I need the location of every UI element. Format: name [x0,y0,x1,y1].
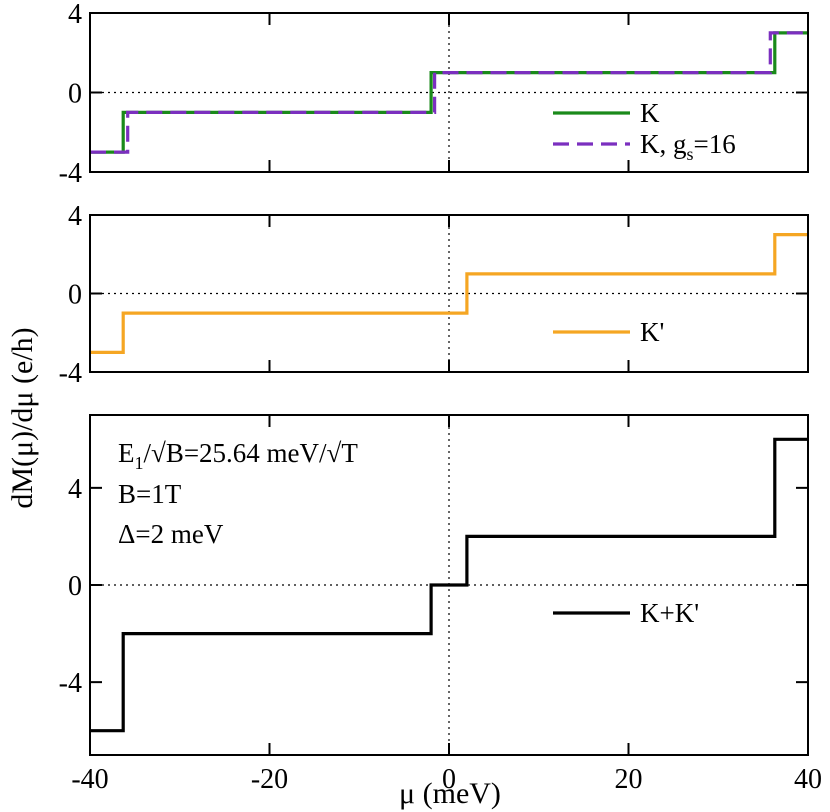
annotation-e1: E1/√B=25.64 meV/√T [118,438,358,473]
y-tick-label: 0 [68,280,82,311]
annotation-e1-rest: /√B=25.64 meV/√T [144,438,359,468]
y-tick-label: 0 [68,79,82,110]
x-axis-label: μ (meV) [399,777,501,810]
legend-label-main: K' [640,317,664,347]
series-line-k-k- [90,437,808,733]
y-tick-label: 4 [68,201,82,232]
legend-label: K, gs=16 [640,129,736,164]
y-tick-label: 0 [68,571,82,602]
series-line-k- [90,233,808,354]
x-tick-label: 0 [442,764,456,795]
legend-label-suffix: =16 [694,129,736,159]
y-tick-label: -4 [59,668,82,699]
legend-label-main: K, g [640,129,687,159]
x-tick-label: -20 [251,764,288,795]
legend-label-main: K+K' [640,598,699,628]
y-tick-label: -4 [59,358,82,389]
x-tick-label: -40 [71,764,108,795]
annotation-block: E1/√B=25.64 meV/√T B=1T Δ=2 meV [118,438,358,549]
legend-label: K [640,98,660,128]
annotation-b-field: B=1T [118,479,182,509]
x-tick-label: 40 [794,764,822,795]
panel-1: KK, gs=16 -4 0 4 [59,0,809,189]
series-line-k-g-s-16 [90,31,808,154]
series-line-k [90,31,808,154]
x-tick-label: 20 [615,764,643,795]
legend-label: K' [640,317,664,347]
annotation-e1-main: E [118,438,135,468]
legend-label-subscript: s [687,144,694,164]
panel-2: K' -4 0 4 [59,201,809,389]
annotation-e1-subscript: 1 [135,453,144,473]
annotation-delta: Δ=2 meV [118,519,224,549]
legend-label-main: K [640,98,660,128]
y-tick-label: -4 [59,158,82,189]
y-tick-label: 4 [68,474,82,505]
y-tick-label: 4 [68,0,82,30]
legend-label: K+K' [640,598,699,628]
y-axis-label: dM(μ)/dμ (e/h) [6,327,39,508]
